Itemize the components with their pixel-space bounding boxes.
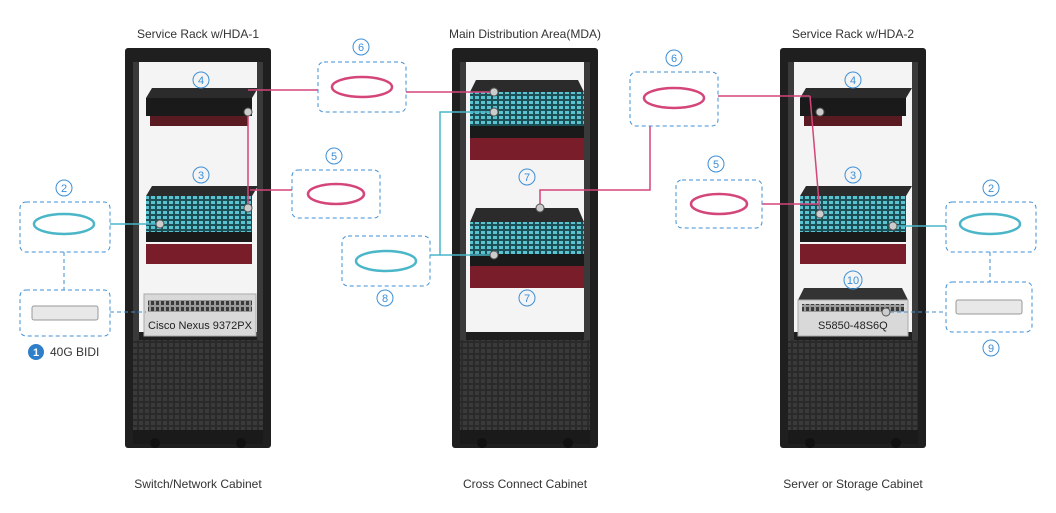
left-rack-caption: Switch/Network Cabinet <box>134 477 262 491</box>
callout-label-3: 3 <box>850 170 856 182</box>
right-rack-title: Service Rack w/HDA-2 <box>792 27 914 41</box>
mtp-link-right-internal <box>809 95 821 215</box>
callout-6-left <box>317 61 407 113</box>
lc-patch-links <box>110 111 946 256</box>
40g-bidi-transceiver-icon <box>31 305 99 321</box>
callout-numbers <box>55 38 1000 357</box>
callout-8 <box>341 235 431 287</box>
lc-patch-cable-icon <box>32 212 96 236</box>
callout-label-2: 2 <box>61 183 67 195</box>
mtp-link-mda-to-6 <box>539 126 651 208</box>
callout-label-5: 5 <box>713 159 719 171</box>
legend-40g-bidi: 1 40G BIDI <box>28 344 99 360</box>
callout-label-10: 10 <box>847 275 859 287</box>
left-switch: Cisco Nexus 9372PX <box>143 293 257 337</box>
callout-6-right <box>629 71 719 127</box>
mda-enclosure-upper <box>470 80 584 160</box>
fiber-enclosure-3 <box>146 186 258 264</box>
callout-2-right <box>945 201 1037 253</box>
mtp-trunk-cable-icon <box>642 86 706 110</box>
sfp-transceiver-icon <box>955 299 1023 315</box>
rack-mesh-door <box>133 340 263 430</box>
right-switch-label: S5850-48S6Q <box>818 320 888 332</box>
legend-text: 40G BIDI <box>50 345 99 359</box>
callout-label-7: 7 <box>524 293 530 305</box>
callout-label-6: 6 <box>671 53 677 65</box>
callout-label-3: 3 <box>198 170 204 182</box>
callout-label-5: 5 <box>331 151 337 163</box>
mda-enclosure-lower <box>470 208 584 288</box>
callout-label-2: 2 <box>988 183 994 195</box>
fiber-enclosure-4 <box>800 88 912 126</box>
right-rack-caption: Server or Storage Cabinet <box>783 477 923 491</box>
connector-points <box>155 87 898 317</box>
callout-label-7: 7 <box>524 172 530 184</box>
middle-rack-caption: Cross Connect Cabinet <box>463 477 588 491</box>
mtp-trunk-cable-icon <box>330 75 394 99</box>
lc-link-mda-upper <box>430 111 492 256</box>
callout-label-4: 4 <box>198 75 204 87</box>
legend-badge <box>28 344 44 360</box>
callout-1-left <box>19 289 111 337</box>
callout-5-left <box>291 169 381 219</box>
callout-9 <box>945 281 1033 333</box>
middle-rack-title: Main Distribution Area(MDA) <box>449 27 601 41</box>
middle-rack <box>452 48 598 448</box>
right-rack: S5850-48S6Q <box>780 48 926 448</box>
mtp-trunk-links <box>247 89 821 215</box>
legend-badge-number: 1 <box>33 347 39 359</box>
left-switch-label: Cisco Nexus 9372PX <box>148 320 253 332</box>
rack-mesh-door <box>788 340 918 430</box>
fiber-enclosure-4 <box>146 88 258 126</box>
mtp-trunk-cable-icon <box>306 182 366 206</box>
callout-label-9: 9 <box>988 343 994 355</box>
callout-label-4: 4 <box>850 75 856 87</box>
lc-patch-cable-icon <box>958 212 1022 236</box>
right-switch: S5850-48S6Q <box>797 288 909 337</box>
rack-mesh-door <box>460 340 590 430</box>
mtp-trunk-cable-icon <box>689 192 749 216</box>
transceiver-links <box>63 252 991 313</box>
left-rack: Cisco Nexus 9372PX <box>125 48 271 448</box>
lc-patch-cable-icon <box>354 249 418 273</box>
left-rack-title: Service Rack w/HDA-1 <box>137 27 259 41</box>
callout-label-6: 6 <box>358 42 364 54</box>
callout-2-left <box>19 201 111 253</box>
callout-label-8: 8 <box>382 293 388 305</box>
callout-5-right <box>675 179 763 229</box>
